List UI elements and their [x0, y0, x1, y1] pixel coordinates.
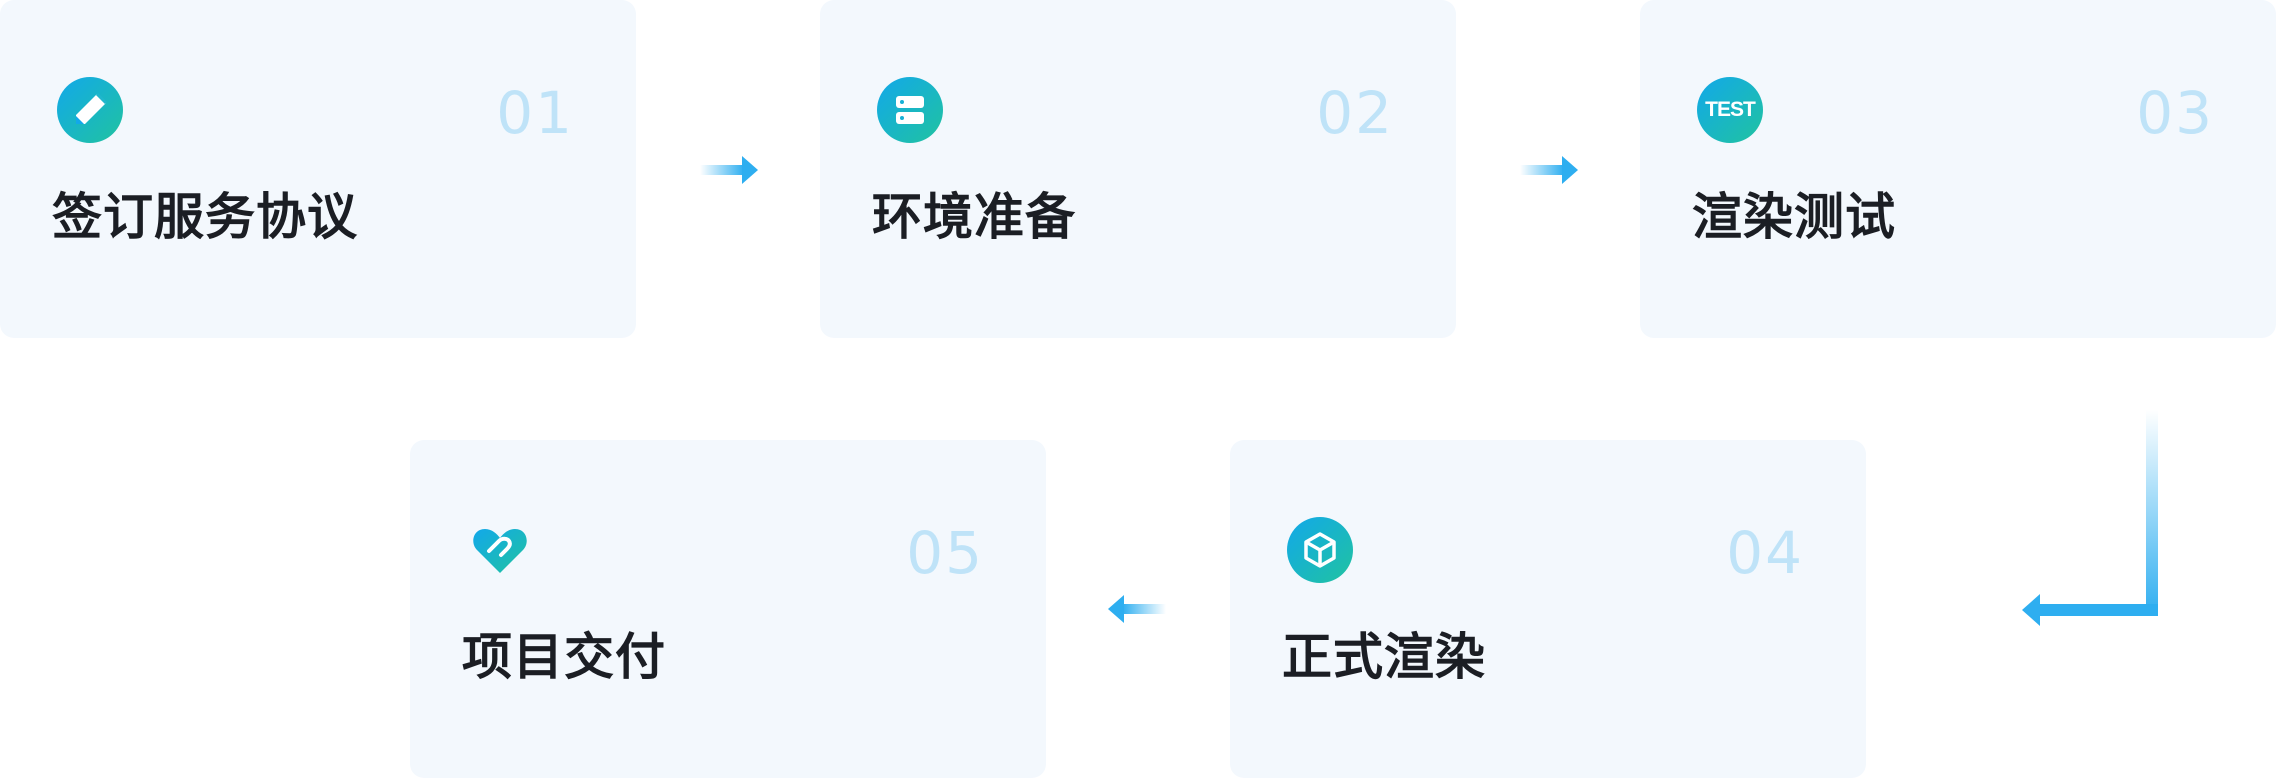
test-badge-label: TEST [1705, 98, 1756, 121]
step-card-01: 01 签订服务协议 [0, 0, 636, 338]
step-card-02: 02 环境准备 [820, 0, 1456, 338]
step-number: 02 [1316, 79, 1394, 147]
step-title: 项目交付 [462, 628, 666, 686]
heart-handshake-icon [467, 517, 533, 583]
cube-icon [1287, 517, 1353, 583]
pencil-edit-icon [57, 77, 123, 143]
step-number: 01 [496, 79, 574, 147]
step-title: 签订服务协议 [52, 188, 358, 246]
arrow-left-4 [1106, 591, 1166, 627]
step-number: 04 [1726, 519, 1804, 587]
step-number: 03 [2136, 79, 2214, 147]
arrow-right-1 [700, 152, 760, 188]
arrow-right-2 [1520, 152, 1580, 188]
step-number: 05 [906, 519, 984, 587]
step-title: 环境准备 [872, 188, 1076, 246]
step-card-05: 05 项目交付 [410, 440, 1046, 778]
server-icon [877, 77, 943, 143]
arrow-corner-3-4 [2020, 410, 2166, 630]
step-card-03: TEST 03 渲染测试 [1640, 0, 2276, 338]
test-badge-icon: TEST [1697, 77, 1763, 143]
step-card-04: 04 正式渲染 [1230, 440, 1866, 778]
step-title: 正式渲染 [1282, 628, 1486, 686]
step-title: 渲染测试 [1692, 188, 1896, 246]
